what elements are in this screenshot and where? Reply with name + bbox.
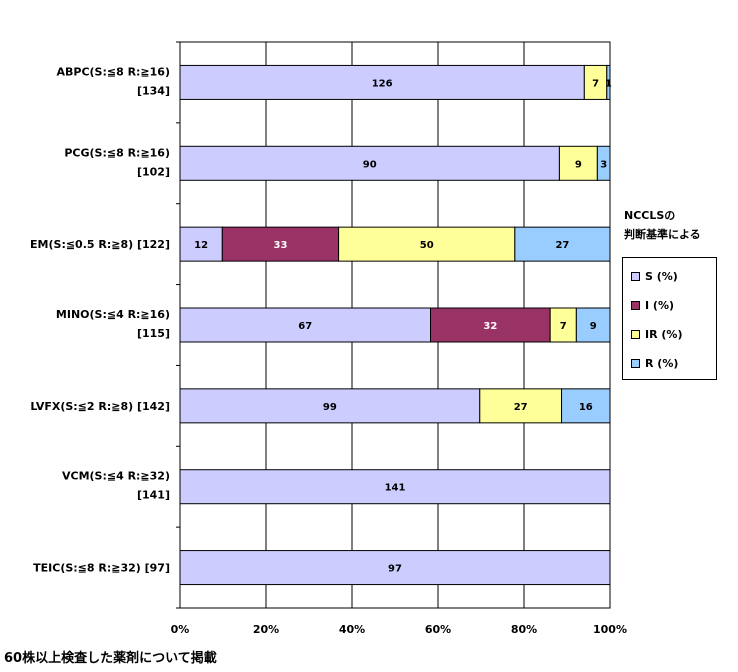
x-tick-label: 20%: [253, 623, 279, 636]
data-label: 27: [555, 240, 569, 251]
data-label: 12: [194, 240, 208, 251]
data-label: 32: [483, 321, 497, 332]
x-tick-label: 100%: [593, 623, 627, 636]
category-label: ABPC(S:≦8 R:≧16): [56, 65, 170, 78]
data-label: 27: [514, 402, 528, 413]
data-label: 67: [298, 321, 312, 332]
legend-swatch: [631, 329, 640, 339]
bar-segment: [179, 307, 432, 343]
data-label: 3: [600, 159, 607, 170]
bar-segment: [561, 388, 611, 424]
data-label: 7: [560, 321, 567, 332]
bar-segment: [179, 550, 611, 586]
bar-segment: [575, 307, 611, 343]
data-label: 16: [579, 402, 593, 413]
data-label: 90: [363, 159, 377, 170]
bar-segment: [558, 145, 598, 181]
legend-swatch: [631, 300, 640, 310]
legend-label: R (%): [645, 356, 679, 370]
data-label: 9: [590, 321, 597, 332]
legend-item: S (%): [631, 268, 678, 284]
category-label: [141]: [137, 489, 170, 502]
legend-item: IR (%): [631, 326, 682, 342]
x-tick-label: 60%: [425, 623, 451, 636]
data-label: 99: [323, 402, 337, 413]
data-label: 50: [420, 240, 434, 251]
data-label: 126: [372, 78, 393, 89]
bar-segment: [221, 226, 340, 262]
data-label: 97: [388, 564, 402, 575]
data-label: 141: [385, 483, 406, 494]
legend-item: I (%): [631, 297, 674, 313]
data-label: 1: [605, 78, 612, 89]
x-tick-label: 0%: [171, 623, 190, 636]
data-label: 33: [273, 240, 287, 251]
footnote: 60株以上検査した薬剤について掲載: [4, 651, 217, 666]
legend: S (%) I (%) IR (%) R (%): [622, 257, 717, 380]
category-label: LVFX(S:≦2 R:≧8) [142]: [30, 400, 170, 413]
bar-segment: [179, 64, 585, 100]
legend-label: S (%): [645, 269, 678, 283]
category-label: MINO(S:≦4 R:≧16): [56, 308, 170, 321]
bar-segment: [514, 226, 611, 262]
category-label: TEIC(S:≦8 R:≧32) [97]: [33, 562, 170, 575]
bar-segment: [606, 64, 611, 100]
x-tick-label: 40%: [339, 623, 365, 636]
legend-title: NCCLSの 判断基準による: [624, 209, 701, 241]
bar-segment: [179, 145, 560, 181]
legend-swatch: [631, 358, 640, 368]
category-label: [102]: [137, 165, 170, 178]
data-label: 9: [575, 159, 582, 170]
bar-segment: [179, 388, 481, 424]
bar-segment: [179, 226, 223, 262]
bar-segment: [179, 469, 611, 505]
bar-segment: [338, 226, 516, 262]
legend-label: IR (%): [645, 327, 683, 341]
data-label: 7: [592, 78, 599, 89]
x-tick-label: 80%: [511, 623, 537, 636]
bar-segment: [596, 145, 611, 181]
category-label: PCG(S:≦8 R:≧16): [64, 146, 170, 159]
legend-swatch: [631, 271, 640, 281]
category-label: VCM(S:≦4 R:≧32): [62, 470, 170, 483]
legend-label: I (%): [645, 298, 674, 312]
category-label: [134]: [137, 84, 170, 97]
bar-segment: [479, 388, 563, 424]
category-label: [115]: [137, 327, 170, 340]
legend-item: R (%): [631, 355, 678, 371]
category-label: EM(S:≦0.5 R:≧8) [122]: [30, 238, 170, 251]
